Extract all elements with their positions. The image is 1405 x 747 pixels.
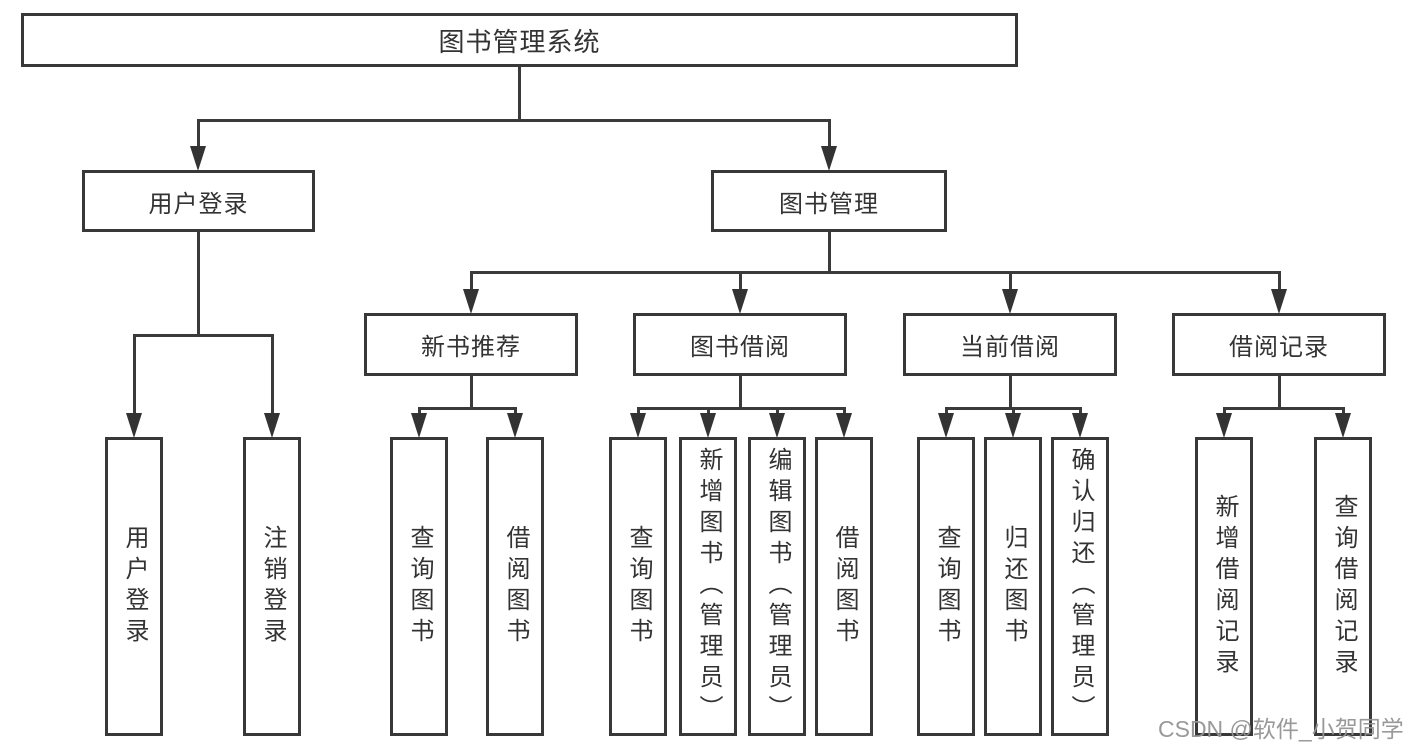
node-label: 用户登录 xyxy=(148,190,249,218)
leaf-borrow-books-recommend: 借阅图书 xyxy=(486,437,544,736)
connector-drop-borrow-record xyxy=(1278,271,1281,292)
leaf-add-borrow-record: 新增借阅记录 xyxy=(1195,437,1253,736)
leaf-user-login: 用户登录 xyxy=(105,437,163,736)
arrow-down-icon xyxy=(821,146,837,171)
arrow-down-icon xyxy=(1072,413,1088,438)
leaf-add-books-admin: 新增图书（管理员） xyxy=(679,437,737,736)
connector-drop-book-management xyxy=(828,119,831,149)
node-library-management-system: 图书管理系统 xyxy=(21,13,1018,67)
connector-drop-leaf xyxy=(418,407,421,417)
connector-drop-leaf xyxy=(1223,407,1226,417)
node-label: 借阅图书 xyxy=(831,524,858,649)
connector-borrow-record-stem xyxy=(1278,375,1281,410)
node-new-book-recommend: 新书推荐 xyxy=(364,313,578,376)
arrow-down-icon xyxy=(264,413,280,438)
node-book-management-group: 图书管理 xyxy=(711,170,947,232)
node-label: 图书借阅 xyxy=(690,334,790,361)
node-label: 查询图书 xyxy=(625,524,652,649)
connector-book-borrow-rail xyxy=(637,407,846,410)
node-label: 新增借阅记录 xyxy=(1211,493,1238,680)
node-label: 借阅记录 xyxy=(1229,334,1329,361)
arrow-down-icon xyxy=(190,146,206,171)
leaf-query-books-recommend: 查询图书 xyxy=(390,437,448,736)
node-label: 新书推荐 xyxy=(421,334,521,361)
node-user-login-group: 用户登录 xyxy=(82,170,315,232)
arrow-down-icon xyxy=(700,413,716,438)
connector-current-borrow-stem xyxy=(1009,375,1012,410)
node-label: 编辑图书（管理员） xyxy=(764,447,791,726)
connector-book-management-stem xyxy=(828,231,831,273)
connector-level3-rail xyxy=(470,271,1281,274)
connector-drop-leaf xyxy=(843,407,846,417)
arrow-down-icon xyxy=(1005,413,1021,438)
leaf-edit-books-admin: 编辑图书（管理员） xyxy=(748,437,806,736)
connector-drop-leaf xyxy=(1012,407,1015,417)
connector-user-login-stem xyxy=(197,231,200,336)
node-label: 图书管理系统 xyxy=(438,26,601,57)
leaf-query-books-borrowing: 查询图书 xyxy=(609,437,667,736)
leaf-borrow-books: 借阅图书 xyxy=(815,437,873,736)
connector-drop-leaf xyxy=(637,407,640,417)
node-label: 借阅图书 xyxy=(502,524,529,649)
node-label: 图书管理 xyxy=(779,190,879,218)
node-book-borrowing: 图书借阅 xyxy=(633,313,847,376)
arrow-down-icon xyxy=(938,413,954,438)
arrow-down-icon xyxy=(463,289,479,314)
connector-drop-new-book xyxy=(470,271,473,292)
connector-drop-leaf xyxy=(1342,407,1345,417)
connector-drop-login-leaf xyxy=(133,334,136,415)
leaf-confirm-return-admin: 确认归还（管理员） xyxy=(1051,437,1109,736)
arrow-down-icon xyxy=(1216,413,1232,438)
node-label: 归还图书 xyxy=(1000,524,1027,649)
connector-drop-current-borrow xyxy=(1009,271,1012,292)
node-borrowing-records: 借阅记录 xyxy=(1172,313,1386,376)
leaf-query-borrow-record: 查询借阅记录 xyxy=(1314,437,1372,736)
connector-root-stem xyxy=(518,66,521,120)
arrow-down-icon xyxy=(1002,289,1018,314)
node-label: 确认归还（管理员） xyxy=(1067,447,1094,726)
arrow-down-icon xyxy=(630,413,646,438)
connector-borrow-record-rail xyxy=(1223,407,1345,410)
node-label: 查询借阅记录 xyxy=(1330,493,1357,680)
node-label: 用户登录 xyxy=(121,524,148,649)
connector-drop-logout-leaf xyxy=(271,334,274,415)
arrow-down-icon xyxy=(769,413,785,438)
connector-drop-leaf xyxy=(776,407,779,417)
leaf-logout: 注销登录 xyxy=(243,437,301,736)
connector-drop-leaf xyxy=(1079,407,1082,417)
arrow-down-icon xyxy=(507,413,523,438)
arrow-down-icon xyxy=(1271,289,1287,314)
connector-level2-rail xyxy=(197,119,831,122)
node-current-borrowing: 当前借阅 xyxy=(903,313,1117,376)
arrow-down-icon xyxy=(836,413,852,438)
arrow-down-icon xyxy=(732,289,748,314)
arrow-down-icon xyxy=(1335,413,1351,438)
arrow-down-icon xyxy=(411,413,427,438)
leaf-return-books: 归还图书 xyxy=(984,437,1042,736)
leaf-query-books-current: 查询图书 xyxy=(917,437,975,736)
csdn-watermark: CSDN @软件_小贺同学 xyxy=(1158,716,1404,742)
connector-drop-user-login xyxy=(197,119,200,149)
connector-drop-book-borrow xyxy=(739,271,742,292)
node-label: 查询图书 xyxy=(933,524,960,649)
connector-drop-leaf xyxy=(707,407,710,417)
node-label: 查询图书 xyxy=(406,524,433,649)
connector-user-login-rail xyxy=(133,334,274,337)
connector-drop-leaf xyxy=(514,407,517,417)
connector-new-book-stem xyxy=(470,375,473,410)
connector-book-borrow-stem xyxy=(739,375,742,410)
connector-new-book-rail xyxy=(418,407,517,410)
connector-drop-leaf xyxy=(945,407,948,417)
arrow-down-icon xyxy=(126,413,142,438)
node-label: 新增图书（管理员） xyxy=(695,447,722,726)
node-label: 注销登录 xyxy=(259,524,286,649)
node-label: 当前借阅 xyxy=(960,334,1060,361)
